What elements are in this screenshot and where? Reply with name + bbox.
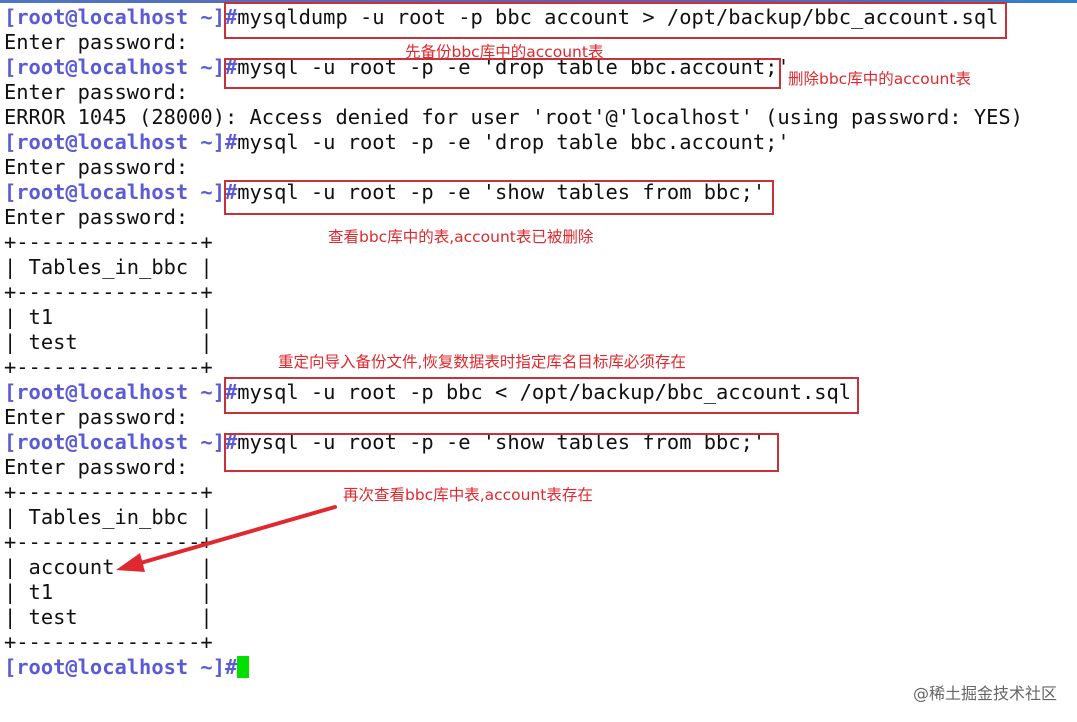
output-line: +---------------+: [4, 530, 213, 554]
shell-prompt: [root@localhost ~]#: [4, 430, 238, 454]
command-line: [root@localhost ~]#mysql -u root -p bbc …: [4, 380, 1023, 405]
highlight-box-show-tables-cmd: [224, 180, 774, 215]
highlight-box-drop-cmd: [224, 58, 781, 89]
command-line: [root@localhost ~]#mysql -u root -p -e '…: [4, 130, 1023, 155]
annotation-restore: 重定向导入备份文件,恢复数据表时指定库名目标库必须存在: [278, 353, 686, 371]
command-text: mysql -u root -p -e 'show tables from bb…: [237, 180, 766, 204]
terminal-output: [root@localhost ~]#mysqldump -u root -p …: [4, 5, 1023, 680]
shell-prompt: [root@localhost ~]#: [4, 55, 238, 79]
shell-prompt: [root@localhost ~]#: [4, 655, 238, 679]
command-text: mysql -u root -p bbc < /opt/backup/bbc_a…: [237, 380, 852, 404]
terminal-cursor[interactable]: [237, 655, 250, 678]
output-line: Enter password:: [4, 405, 189, 429]
command-line: [root@localhost ~]#mysql -u root -p -e '…: [4, 180, 1023, 205]
command-text: mysqldump -u root -p bbc account > /opt/…: [237, 5, 999, 29]
output-line: +---------------+: [4, 230, 213, 254]
annotation-check-deleted: 查看bbc库中的表,account表已被删除: [328, 228, 594, 246]
shell-prompt: [root@localhost ~]#: [4, 130, 238, 154]
prompt-line: [root@localhost ~]#: [4, 655, 1023, 680]
highlight-box-restore-cmd: [224, 377, 859, 414]
output-line: | test |: [4, 330, 213, 354]
output-line: | t1 |: [4, 305, 213, 329]
output-line: +---------------+: [4, 630, 213, 654]
output-line: | test |: [4, 605, 213, 629]
output-line: +---------------+: [4, 280, 213, 304]
output-line: Enter password:: [4, 155, 189, 179]
output-line: | account |: [4, 555, 213, 579]
shell-prompt: [root@localhost ~]#: [4, 180, 238, 204]
output-line: | Tables_in_bbc |: [4, 505, 213, 529]
annotation-backup: 先备份bbc库中的account表: [405, 43, 604, 61]
output-line: Enter password:: [4, 205, 189, 229]
shell-prompt: [root@localhost ~]#: [4, 380, 238, 404]
output-line: Enter password:: [4, 30, 189, 54]
highlight-box-backup-cmd: [224, 2, 1007, 39]
annotation-drop: 删除bbc库中的account表: [788, 70, 971, 88]
shell-prompt: [root@localhost ~]#: [4, 5, 238, 29]
highlight-box-show-tables-cmd-2: [224, 433, 779, 472]
output-line: +---------------+: [4, 355, 213, 379]
window-top-bar: [0, 0, 1077, 3]
annotation-check-restored: 再次查看bbc库中表,account表存在: [343, 486, 593, 504]
command-line: [root@localhost ~]#mysqldump -u root -p …: [4, 5, 1023, 30]
output-line: | Tables_in_bbc |: [4, 255, 213, 279]
output-line: ERROR 1045 (28000): Access denied for us…: [4, 105, 1023, 129]
output-line: | t1 |: [4, 580, 213, 604]
command-text: mysql -u root -p -e 'drop table bbc.acco…: [237, 130, 790, 154]
output-line: Enter password:: [4, 80, 189, 104]
output-line: Enter password:: [4, 455, 189, 479]
watermark: @稀土掘金技术社区: [912, 684, 1057, 703]
output-line: +---------------+: [4, 480, 213, 504]
